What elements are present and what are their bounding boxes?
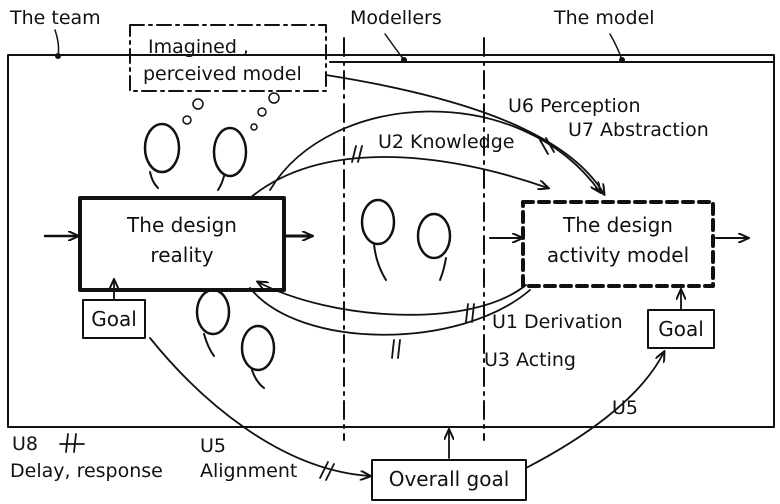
acting-arrow <box>249 287 531 336</box>
model-pointer <box>609 33 623 61</box>
goal-left-label: Goal <box>91 307 137 331</box>
u2-label: U2 Knowledge <box>378 131 514 153</box>
modellers-label: Modellers <box>350 7 442 29</box>
team-pointer <box>54 29 60 57</box>
team-label: The team <box>9 7 101 29</box>
derivation-tick <box>465 303 475 323</box>
modellers-pointer-dot <box>401 57 407 63</box>
alignment-label: Alignment <box>200 460 297 482</box>
u5-right-arrow <box>525 352 664 469</box>
knowledge-tick <box>351 145 363 163</box>
modeller-1 <box>360 198 396 281</box>
modeller-2 <box>416 212 452 281</box>
u3-label: U3 Acting <box>484 349 576 371</box>
alignment-arrow <box>149 337 370 476</box>
design-reality-box <box>78 196 286 292</box>
abstraction-tick <box>539 137 555 155</box>
team-member-2 <box>212 126 248 191</box>
goal-left-box <box>82 299 146 339</box>
team-member-1 <box>143 122 181 189</box>
activity-model-line2: activity model <box>547 243 689 267</box>
imagined-model-line1: Imagined , <box>148 36 249 58</box>
thought-bubble-2 <box>192 98 204 110</box>
team-pointer-dot <box>55 53 61 59</box>
activity-model-line1: The design <box>562 213 673 237</box>
u7-label: U7 Abstraction <box>568 119 709 141</box>
imagined-model-box <box>129 24 327 92</box>
overall-goal-label: Overall goal <box>389 467 510 491</box>
team-frame <box>7 54 775 428</box>
team-member-3 <box>195 288 231 357</box>
thought-bubble-3 <box>250 123 258 131</box>
goal-right-label: Goal <box>658 317 704 341</box>
imagined-model-line2: perceived model <box>143 63 302 85</box>
u1-label: U1 Derivation <box>492 311 623 333</box>
design-reality-line1: The design <box>126 213 237 237</box>
imagined-to-model-arrow <box>325 74 604 194</box>
modellers-pointer <box>384 33 405 61</box>
design-reality-line2: reality <box>150 243 213 267</box>
u5-left-label: U5 <box>200 435 226 457</box>
model-label: The model <box>553 7 655 29</box>
perception-arrow <box>269 110 600 192</box>
delay-symbol <box>59 433 85 453</box>
u6-label: U6 Perception <box>508 95 641 117</box>
thought-bubble-5 <box>268 92 280 104</box>
delay-response-label: Delay, response <box>10 460 163 482</box>
team-member-4 <box>240 324 276 389</box>
thought-bubble-1 <box>182 115 192 125</box>
model-pointer-dot <box>619 57 625 63</box>
thought-bubble-4 <box>257 107 267 117</box>
alignment-tick <box>319 461 335 481</box>
u5-right-label: U5 <box>612 397 638 419</box>
knowledge-arrow <box>249 156 548 199</box>
acting-tick <box>391 339 401 359</box>
goal-right-box <box>647 309 715 349</box>
derivation-arrow <box>258 282 527 316</box>
u8-label: U8 <box>12 433 38 455</box>
design-activity-model-box <box>521 200 715 288</box>
